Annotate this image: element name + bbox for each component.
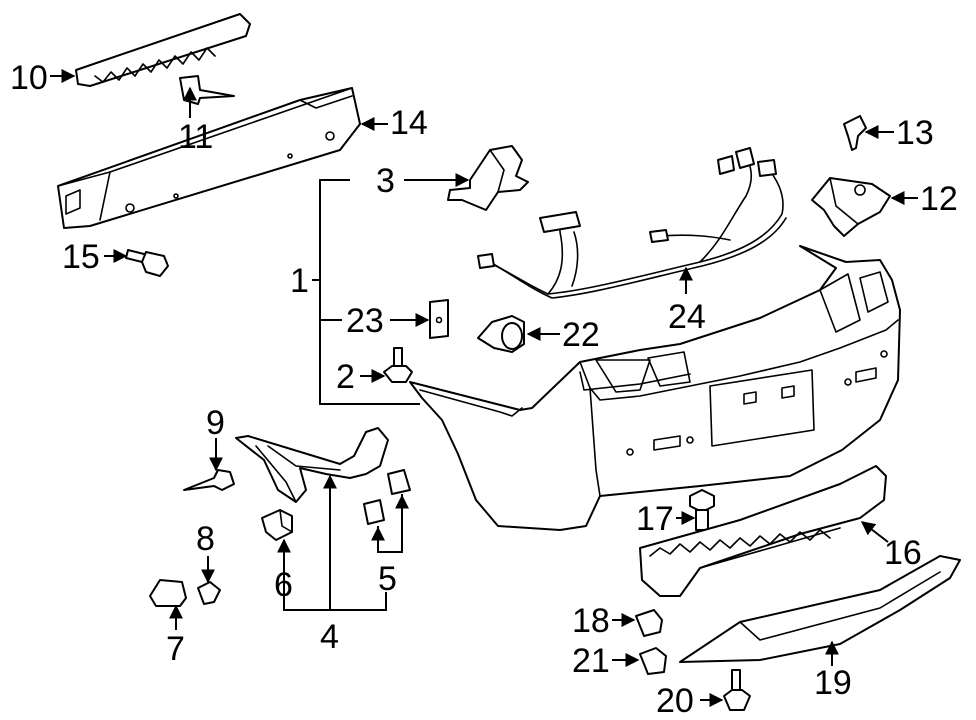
part-push-pin-9 [183, 469, 235, 491]
callout-11: 11 [178, 118, 213, 156]
callout-6: 6 [274, 566, 293, 604]
callout-10: 10 [10, 59, 48, 97]
part-bracket-12 [811, 177, 891, 237]
part-wiring-harness-24 [477, 147, 787, 299]
part-push-pin-11 [179, 75, 235, 105]
leader-lines [50, 69, 918, 707]
part-bolt-2 [383, 347, 413, 383]
part-bolt-20 [723, 669, 751, 711]
callout-20: 20 [656, 682, 694, 720]
part-diffuser-19 [679, 555, 961, 663]
callout-15: 15 [62, 238, 100, 276]
callout-7: 7 [166, 630, 185, 668]
part-clip-6 [261, 509, 293, 541]
part-bracket-3 [447, 145, 529, 211]
callout-8: 8 [196, 520, 215, 558]
callout-23: 23 [346, 302, 384, 340]
callout-22: 22 [562, 316, 600, 354]
callout-4: 4 [320, 618, 339, 656]
callout-9: 9 [206, 404, 225, 442]
callout-19: 19 [814, 664, 852, 702]
part-impact-bar-14 [57, 87, 361, 229]
callout-12: 12 [920, 180, 958, 218]
part-plate-23 [429, 299, 449, 339]
part-bolt-17 [689, 489, 715, 531]
part-nut-18 [635, 609, 663, 637]
part-nuts-5 [363, 469, 411, 525]
callout-numbers: 10 11 14 15 3 13 12 1 24 23 22 2 9 8 6 5… [10, 59, 958, 720]
callout-24: 24 [668, 298, 706, 336]
part-clip-8 [197, 581, 221, 605]
part-clip-13 [843, 115, 867, 151]
part-energy-absorber-10 [75, 13, 251, 87]
part-sensor-22 [477, 315, 525, 353]
callout-14: 14 [390, 104, 428, 142]
part-bracket-4 [235, 427, 389, 503]
callout-17: 17 [636, 500, 674, 538]
part-bolt-15 [125, 249, 169, 277]
part-lower-absorber-16 [639, 465, 887, 597]
callout-16: 16 [884, 534, 922, 572]
callout-1: 1 [290, 262, 309, 300]
part-nut-21 [639, 647, 667, 675]
callout-2: 2 [336, 358, 355, 396]
part-retainer-7 [149, 579, 187, 607]
callout-3: 3 [376, 162, 395, 200]
callout-18: 18 [572, 602, 610, 640]
callout-21: 21 [572, 642, 610, 680]
part-bumper-cover-1 [409, 245, 901, 531]
callout-5: 5 [378, 560, 397, 598]
callout-13: 13 [896, 114, 934, 152]
